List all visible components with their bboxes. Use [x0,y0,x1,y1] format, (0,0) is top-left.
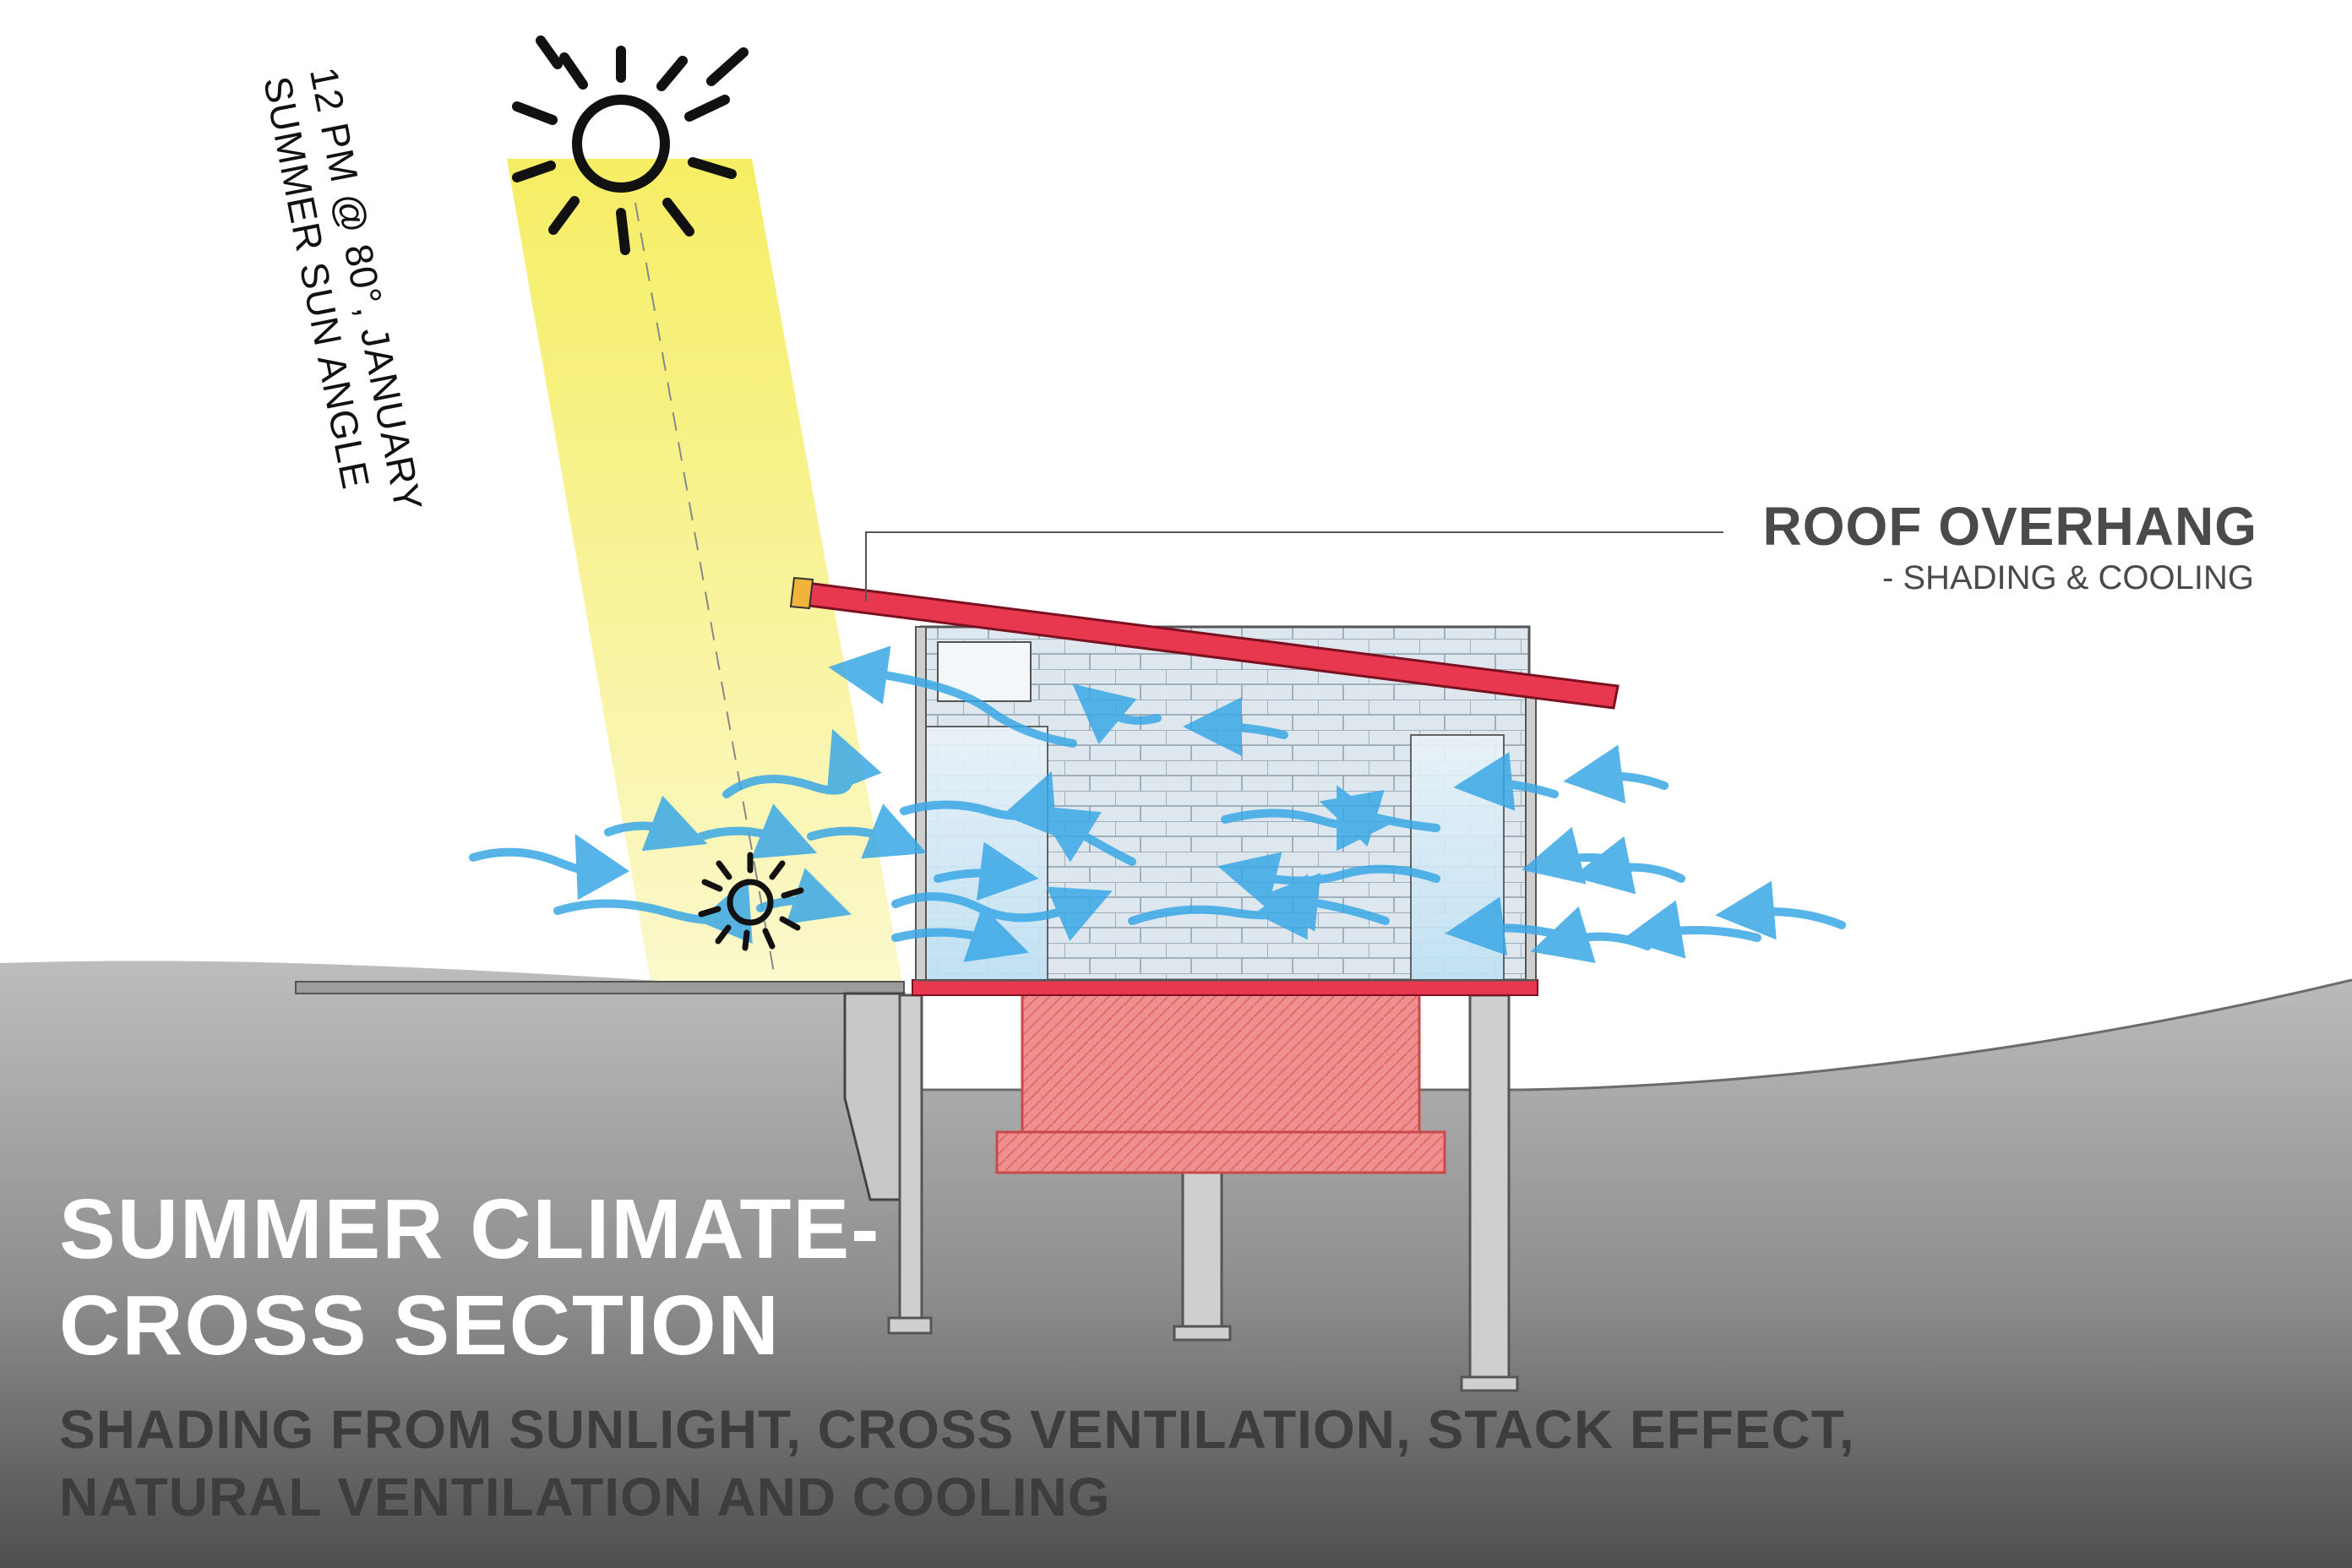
airflow-arrow-icon [604,795,708,852]
airflow-arrow-icon [1036,805,1136,866]
airflow-arrow-icon [900,770,1058,837]
airflow-arrow-icon [1522,826,1626,885]
airflow-arrow-icon [1183,697,1288,757]
roof-overhang-subtitle: - SHADING & COOLING [1881,559,2254,596]
airflow-arrow-icon [1072,683,1162,745]
description-line-1: SHADING FROM SUNLIGHT, CROSS VENTILATION… [59,1399,1855,1460]
airflow-arrow-icon [1715,880,1846,940]
page-title-line-1: SUMMER CLIMATE- [59,1182,881,1277]
airflow-arrows [469,645,1846,963]
airflow-arrow-icon [1259,873,1390,932]
roof-overhang-leader [865,531,1723,602]
airflow-arrow-icon [1319,790,1440,847]
ground-line [879,978,2352,1092]
airflow-arrow-icon [1571,836,1685,895]
roof-overhang-title: ROOF OVERHANG [1762,496,2257,557]
airflow-arrow-icon [553,878,753,945]
small-sun-icon [698,852,804,951]
airflow-arrow-icon [697,803,818,859]
airflow-arrow-icon [722,728,882,798]
airflow-arrow-icon [807,803,928,859]
floor-slab [912,979,1538,996]
airflow-arrow-icon [756,868,852,924]
roof-fascia [789,576,814,610]
page-title: SUMMER CLIMATE- CROSS SECTION [59,1181,880,1374]
airflow-arrow-icon [891,906,1029,962]
airflow-arrow-icon [469,834,630,901]
sun-beam [507,159,902,982]
ground-terrain [0,961,2352,1568]
airflow-arrow-icon [1530,906,1652,963]
sun-ray-centerline [634,202,776,983]
airflow-arrow-icon [1453,752,1559,811]
description-line-2: NATURAL VENTILATION AND COOLING [59,1467,1111,1527]
sun-icon [512,35,749,255]
retaining-wall [843,992,906,1201]
airflow-arrow-icon [934,841,1039,901]
description: SHADING FROM SUNLIGHT, CROSS VENTILATION… [59,1396,1855,1531]
foundation [995,988,1446,1174]
airflow-arrow-icon [828,645,1077,748]
airflow-arrow-icon [1622,900,1761,959]
airflow-arrow-icon [1563,744,1669,804]
deck [295,981,905,994]
page-title-line-2: CROSS SECTION [59,1278,781,1373]
